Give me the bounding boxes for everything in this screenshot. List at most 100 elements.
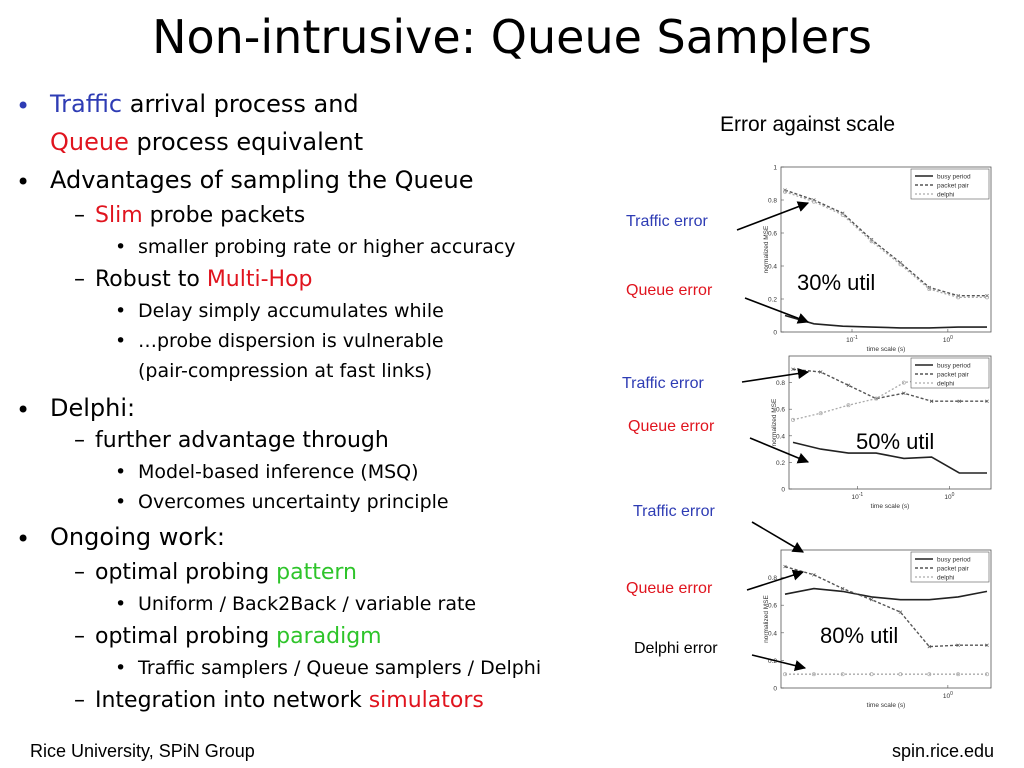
y-axis-label: normalized MSE [763,225,770,273]
data-point [791,417,795,422]
legend-entry: packet pair [937,183,970,190]
legend-entry: busy period [937,174,971,181]
data-point [811,672,816,677]
data-point [783,189,787,194]
arrow-traffic-error-2 [741,367,810,383]
bullet-marker: • [115,461,127,483]
slide-title: Non-intrusive: Queue Samplers [152,10,872,64]
data-point [783,672,787,677]
label-traffic-error-3: Traffic error [633,503,715,520]
highlight-queue: Queue [50,128,129,156]
item-pair-compression: (pair-compression at fast links) [138,360,433,382]
dash-marker: – [74,203,85,228]
label-queue-error-1: Queue error [626,282,713,299]
x-tick-label: 10-1 [846,335,858,344]
data-point [791,367,795,372]
y-tick-label: 0.8 [776,380,785,387]
plot-frame [788,355,992,490]
data-point [840,211,845,215]
y-tick-label: 0 [773,686,777,693]
data-point [898,610,903,614]
data-point [818,370,823,374]
item-model-inference: Model-based inference (MSQ) [138,461,419,483]
highlight-paradigm: paradigm [276,624,382,649]
data-point [927,287,932,292]
data-point [869,597,874,602]
arrow-delphi-error [751,654,807,672]
dash-marker: – [74,688,85,713]
highlight-multihop: Multi-Hop [206,267,313,292]
arrow-queue-error-2 [749,437,810,464]
data-point [812,198,816,202]
y-tick-label: 0.6 [768,603,777,610]
subbullet-multihop: Robust to Multi-Hop [95,267,313,292]
bullet-text: optimal probing [95,560,277,585]
item-probing-rate: smaller probing rate or higher accuracy [138,236,516,258]
series-line-packet-pair [792,368,987,402]
label-delphi-error: Delphi error [634,640,718,657]
data-point [869,237,874,242]
y-tick-label: 0.6 [768,231,777,238]
item-delay-accumulates: Delay simply accumulates while [138,300,444,322]
legend-entry: packet pair [937,372,970,379]
y-tick-label: 1 [773,165,777,172]
series-line-busy-period [784,314,987,329]
bullet-text: process equivalent [128,128,364,156]
data-point [985,643,989,647]
legend-entry: delphi [937,192,954,199]
dash-marker: – [74,428,85,453]
bullet-marker: • [115,593,127,615]
subbullet-further-advantage: further advantage through [95,428,389,453]
legend-box [910,551,990,583]
data-point [985,293,989,298]
dash-marker: – [74,624,85,649]
data-point [956,293,960,298]
data-point [846,383,851,388]
legend-entry: delphi [937,381,954,388]
bullet-marker: • [115,657,127,679]
subbullet-optimal-paradigm: optimal probing paradigm [95,624,382,649]
bullet-text: probe packets [142,203,306,228]
x-tick-label: 100 [944,492,954,501]
bullet-marker: • [16,92,31,120]
item-uniform-rate: Uniform / Back2Back / variable rate [138,593,477,615]
bullet-queue-process: Queue process equivalent [50,128,363,156]
x-axis-label: time scale (s) [867,702,906,709]
data-point [985,376,989,381]
y-tick-label: 0.8 [768,575,777,582]
dash-marker: – [74,267,85,292]
legend-entry: busy period [937,557,971,564]
arrow-queue-error-1 [744,297,810,324]
data-point [956,295,961,300]
legend-entry: delphi [937,575,954,582]
bullet-text: Integration into network [95,688,369,713]
data-point [901,380,906,385]
x-axis-label: time scale (s) [867,346,906,353]
data-point [927,672,932,677]
bullet-traffic-arrival: Traffic arrival process and [50,90,359,118]
label-util-80: 80% util [820,623,899,648]
highlight-pattern: pattern [276,560,357,585]
legend-entry: busy period [937,363,971,370]
data-point [818,411,823,416]
x-tick-label: 100 [943,691,953,700]
bullet-text: optimal probing [95,624,277,649]
bullet-marker: • [115,236,127,258]
plot-frame [780,549,992,689]
data-point [840,586,845,591]
label-traffic-error-2: Traffic error [622,375,704,392]
y-axis-label: normalized MSE [771,398,778,446]
highlight-slim: Slim [95,203,143,228]
data-point [927,285,932,290]
data-point [840,212,845,217]
data-point [957,399,962,403]
highlight-traffic: Traffic [50,90,123,118]
bullet-text: Robust to [95,267,207,292]
y-tick-label: 0.8 [768,198,777,205]
subbullet-slim-probe: Slim probe packets [95,203,305,228]
data-point [956,643,960,647]
subbullet-optimal-pattern: optimal probing pattern [95,560,357,585]
label-queue-error-2: Queue error [628,418,715,435]
x-tick-label: 10-1 [852,492,864,501]
